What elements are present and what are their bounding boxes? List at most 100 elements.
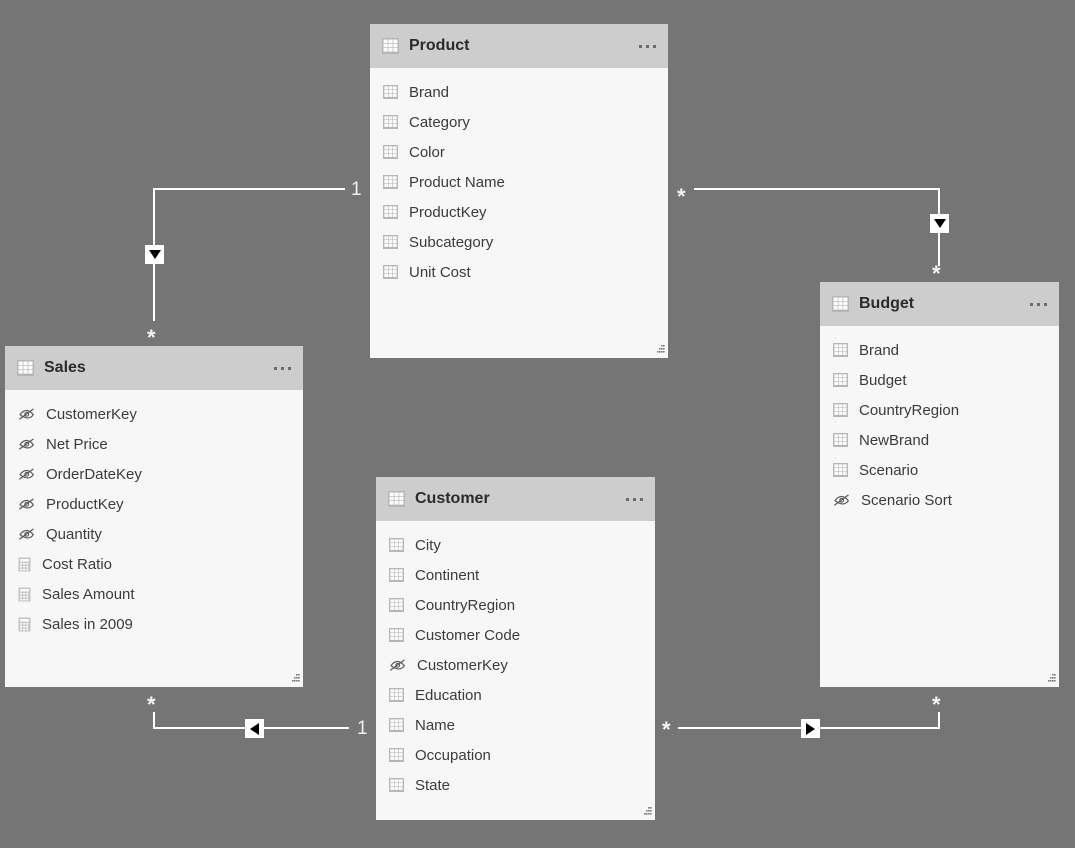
field-row[interactable]: Subcategory [370,227,668,257]
column-grid-icon [389,718,404,732]
field-label: Continent [415,566,480,584]
field-row[interactable]: CountryRegion [820,395,1059,425]
hidden-eye-slash-icon [18,528,35,540]
field-row[interactable]: Net Price [5,429,303,459]
field-row[interactable]: Scenario Sort [820,485,1059,515]
table-grid-icon [17,360,34,376]
field-row[interactable]: CustomerKey [376,650,655,680]
cardinality-product-sales-one: 1 [351,179,362,200]
table-header-budget[interactable]: Budget [820,282,1059,326]
field-label: Brand [409,83,450,101]
field-row[interactable]: State [376,770,655,800]
cardinality-customer-sales-many: * [147,692,156,717]
column-grid-icon [383,85,398,99]
field-label: Unit Cost [409,263,471,281]
column-grid-icon [833,403,848,417]
resize-grip-icon[interactable] [653,343,665,355]
field-row[interactable]: Budget [820,365,1059,395]
triangle-down-icon [933,219,946,228]
hidden-eye-slash-icon [18,498,35,510]
cross-filter-arrow-product-sales[interactable] [145,245,164,264]
field-row[interactable]: Sales Amount [5,579,303,609]
field-row[interactable]: CustomerKey [5,399,303,429]
field-row[interactable]: NewBrand [820,425,1059,455]
cross-filter-arrow-customer-budget[interactable] [801,719,820,738]
field-row[interactable]: Continent [376,560,655,590]
column-grid-icon [389,778,404,792]
field-row[interactable]: Brand [370,77,668,107]
field-row[interactable]: CountryRegion [376,590,655,620]
table-header-customer[interactable]: Customer [376,477,655,521]
field-label: Customer Code [415,626,521,644]
relationship-product-budget-segment-horizontal [694,188,939,190]
field-label: CustomerKey [417,656,508,674]
column-grid-icon [383,205,398,219]
column-grid-icon [389,628,404,642]
field-label: ProductKey [409,203,487,221]
relationship-product-sales-segment-horizontal [153,188,345,190]
field-row[interactable]: Education [376,680,655,710]
cardinality-product-budget-many-product: * [677,184,686,209]
field-label: Net Price [46,435,108,453]
field-row[interactable]: Occupation [376,740,655,770]
column-grid-icon [383,145,398,159]
field-row[interactable]: Brand [820,335,1059,365]
more-options-ellipsis-icon[interactable] [624,494,645,505]
field-row[interactable]: Cost Ratio [5,549,303,579]
field-row[interactable]: ProductKey [370,197,668,227]
column-grid-icon [833,433,848,447]
table-title-sales: Sales [44,359,86,376]
column-grid-icon [833,463,848,477]
field-row[interactable]: Scenario [820,455,1059,485]
field-label: City [415,536,441,554]
cross-filter-arrow-customer-sales[interactable] [245,719,264,738]
table-grid-icon [832,296,849,312]
column-grid-icon [383,175,398,189]
field-row[interactable]: Category [370,107,668,137]
field-row[interactable]: Unit Cost [370,257,668,287]
measure-calculator-icon [18,557,31,571]
field-label: Education [415,686,482,704]
more-options-ellipsis-icon[interactable] [1028,299,1049,310]
table-header-product[interactable]: Product [370,24,668,68]
field-row[interactable]: Sales in 2009 [5,609,303,639]
table-grid-icon [382,38,399,54]
cross-filter-arrow-product-budget[interactable] [930,214,949,233]
table-title-product: Product [409,37,470,54]
column-grid-icon [383,235,398,249]
table-title-budget: Budget [859,295,915,312]
hidden-eye-slash-icon [389,659,406,671]
field-row[interactable]: Name [376,710,655,740]
field-label: Category [409,113,470,131]
field-label: Budget [859,371,907,389]
field-row[interactable]: Product Name [370,167,668,197]
more-options-ellipsis-icon[interactable] [637,41,658,52]
cardinality-product-sales-many: * [147,325,156,350]
field-row[interactable]: Quantity [5,519,303,549]
hidden-eye-slash-icon [833,494,850,506]
more-options-ellipsis-icon[interactable] [272,363,293,374]
resize-grip-icon[interactable] [1044,672,1056,684]
field-label: Occupation [415,746,491,764]
resize-grip-icon[interactable] [640,805,652,817]
field-row[interactable]: Color [370,137,668,167]
field-label: Brand [859,341,900,359]
field-label: OrderDateKey [46,465,142,483]
cardinality-customer-budget-many-budget: * [932,692,941,717]
table-header-sales[interactable]: Sales [5,346,303,390]
field-row[interactable]: ProductKey [5,489,303,519]
table-grid-icon [388,491,405,507]
field-row[interactable]: City [376,530,655,560]
column-grid-icon [383,115,398,129]
triangle-left-icon [250,722,259,735]
resize-grip-icon[interactable] [288,672,300,684]
field-label: NewBrand [859,431,930,449]
field-row[interactable]: OrderDateKey [5,459,303,489]
field-row[interactable]: Customer Code [376,620,655,650]
